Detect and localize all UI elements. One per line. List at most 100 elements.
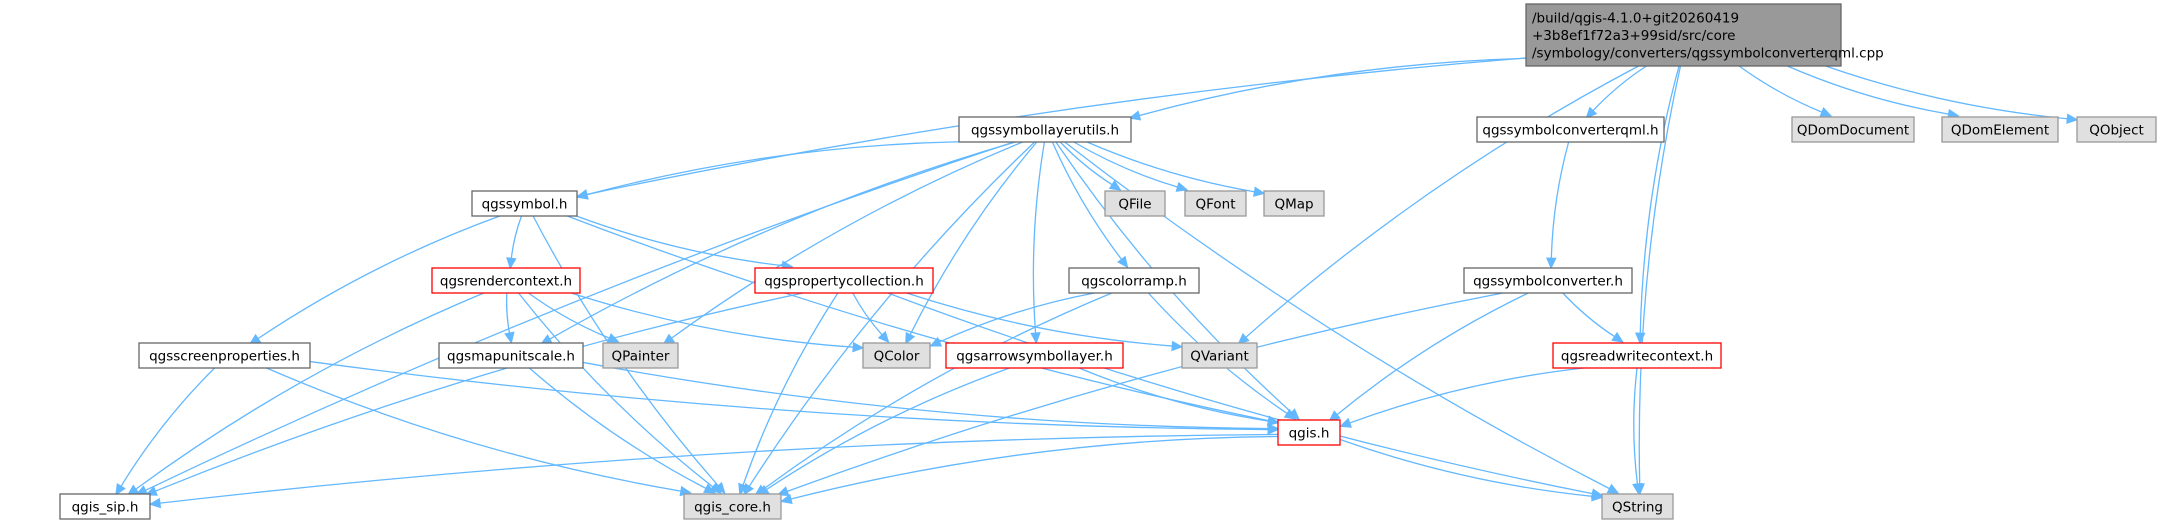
node-qgsscreenproperties-h[interactable]: qgsscreenproperties.h: [138, 342, 311, 369]
edge-line: [1336, 292, 1529, 416]
node-qgis-h[interactable]: qgis.h: [1277, 419, 1341, 446]
node-qgsreadwritecontext-h[interactable]: qgsreadwritecontext.h: [1552, 342, 1722, 369]
node-qgssymbolconverterqml-h[interactable]: qgssymbolconverterqml.h: [1476, 116, 1665, 143]
node-box: [1476, 116, 1665, 143]
node-QMap: QMap: [1263, 190, 1325, 217]
node-label: qgsmapunitscale.h: [447, 348, 575, 364]
node-box: [1941, 116, 2059, 143]
node-QColor: QColor: [862, 342, 931, 369]
node-qgssymbol-h[interactable]: qgssymbol.h: [471, 190, 578, 217]
edge-arrowhead: [1606, 483, 1620, 494]
node-label: qgis.h: [1289, 425, 1330, 441]
edge-line: [1562, 292, 1615, 338]
edge-arrowhead: [145, 486, 158, 496]
node-box: [1263, 190, 1325, 217]
edge-line: [909, 141, 1038, 335]
edge-qgsarrowsymbollayer_h-to-qgis_core_h: [757, 367, 1010, 496]
edge-qgssymbollayerutils_h-to-QColor: [905, 141, 1038, 345]
edge-arrowhead: [1267, 423, 1280, 434]
node-box: [431, 267, 581, 294]
node-qgssymbollayerutils-h[interactable]: qgssymbollayerutils.h: [958, 116, 1132, 143]
edge-arrowhead: [703, 483, 716, 494]
edge-qgsrendercontext_h-to-qgis_sip_h: [126, 292, 485, 496]
edge-line: [1086, 141, 1255, 193]
edge-qgsrendercontext_h-to-QColor: [570, 292, 865, 353]
node-label: qgsarrowsymbollayer.h: [956, 348, 1113, 364]
edge-arrowhead: [1339, 417, 1353, 428]
node-label: qgscolorramp.h: [1081, 273, 1187, 289]
edge-arrowhead: [1237, 333, 1250, 345]
edge-qgis_h-to-qgis_core_h: [780, 435, 1279, 504]
node-box: [59, 493, 151, 520]
node-label: qgssymbolconverterqml.h: [1482, 122, 1658, 138]
edge-root-to-qgssymbollayerutils_h: [1128, 57, 1527, 121]
edge-qgscolorramp_h-to-QColor: [929, 292, 1095, 347]
edge-root-to-QDomDocument: [1738, 65, 1833, 117]
edge-arrowhead: [1611, 331, 1624, 343]
edge-line: [582, 361, 1269, 430]
edge-arrowhead: [1171, 340, 1184, 352]
edge-arrowhead: [1632, 482, 1643, 496]
node-box: [2076, 116, 2157, 143]
edge-arrowhead: [877, 330, 890, 344]
node-qgscolorramp-h[interactable]: qgscolorramp.h: [1068, 267, 1200, 294]
edge-line: [159, 433, 1279, 504]
node-box: [1181, 342, 1258, 369]
edge-line: [266, 367, 681, 492]
edge-arrowhead: [148, 497, 162, 509]
edge-line: [155, 292, 804, 492]
node-label: /symbology/converters/qgssymbolconverter…: [1532, 45, 1884, 61]
edge-line: [145, 141, 1015, 491]
node-qgis-sip-h[interactable]: qgis_sip.h: [59, 493, 151, 520]
edge-qgsscreenproperties_h-to-qgis_h: [309, 360, 1280, 435]
edge-line: [549, 141, 1016, 340]
edge-qgscolorramp_h-to-qgis_core_h: [754, 292, 1113, 496]
edge-arrowhead: [905, 331, 916, 345]
edge-qgssymbollayerutils_h-to-qgssymbol_h: [576, 141, 960, 200]
edge-line: [1738, 65, 1823, 113]
node-QPainter: QPainter: [602, 342, 679, 369]
node-label: QPainter: [612, 348, 670, 364]
node-box: [1104, 190, 1166, 217]
node-qgspropertycollection-h[interactable]: qgspropertycollection.h: [754, 267, 934, 294]
edge-line: [787, 292, 1504, 492]
node-label: qgis_sip.h: [72, 499, 139, 515]
node-label: qgsrendercontext.h: [440, 273, 572, 289]
edge-qgspropertycollection_h-to-QString: [887, 292, 1604, 499]
node-qgsarrowsymbollayer-h[interactable]: qgsarrowsymbollayer.h: [945, 342, 1124, 369]
edge-line: [135, 292, 485, 490]
node-qgsmapunitscale-h[interactable]: qgsmapunitscale.h: [438, 342, 584, 369]
edge-arrowhead: [1819, 107, 1833, 117]
node-box: [1601, 493, 1674, 520]
edge-qgsscreenproperties_h-to-qgis_sip_h: [115, 367, 216, 496]
node-QFile: QFile: [1104, 190, 1166, 217]
node-box: [1552, 342, 1722, 369]
edge-root-to-QDomElement: [1787, 65, 1960, 120]
node-label: qgsreadwritecontext.h: [1561, 348, 1713, 364]
edge-qgssymbollayerutils_h-to-qgscolorramp_h: [1051, 141, 1129, 269]
edge-line: [1051, 141, 1123, 260]
edge-line: [528, 367, 707, 489]
node-qgsrendercontext-h[interactable]: qgsrendercontext.h: [431, 267, 581, 294]
edge-arrowhead: [115, 482, 126, 496]
edge-qgssymbolconverter_h-to-qgis_h: [1328, 292, 1529, 422]
node-root: /build/qgis-4.1.0+git20260419+3b8ef1f72a…: [1525, 3, 1884, 67]
node-qgssymbolconverter-h[interactable]: qgssymbolconverter.h: [1463, 267, 1633, 294]
edge-arrowhead: [1267, 415, 1280, 427]
node-label: qgssymbolconverter.h: [1473, 273, 1623, 289]
node-layer: /build/qgis-4.1.0+git20260419+3b8ef1f72a…: [59, 3, 2157, 520]
edge-qgssymbollayerutils_h-to-QPainter: [662, 141, 1023, 345]
edge-line: [1550, 141, 1570, 259]
edge-line: [1032, 141, 1046, 334]
edge-line: [528, 292, 610, 339]
edge-arrowhead: [1108, 179, 1122, 191]
node-label: qgsscreenproperties.h: [149, 348, 300, 364]
edge-qgssymbollayerutils_h-to-QFile: [1059, 141, 1122, 191]
edge-qgssymbollayerutils_h-to-QFont: [1073, 141, 1189, 192]
node-box: [1184, 190, 1247, 217]
node-box: [683, 493, 782, 520]
edge-root-to-qgsreadwritecontext_h: [1634, 65, 1680, 345]
edge-line: [742, 292, 839, 486]
edge-arrowhead: [1175, 181, 1189, 192]
edge-arrowhead: [780, 493, 793, 504]
